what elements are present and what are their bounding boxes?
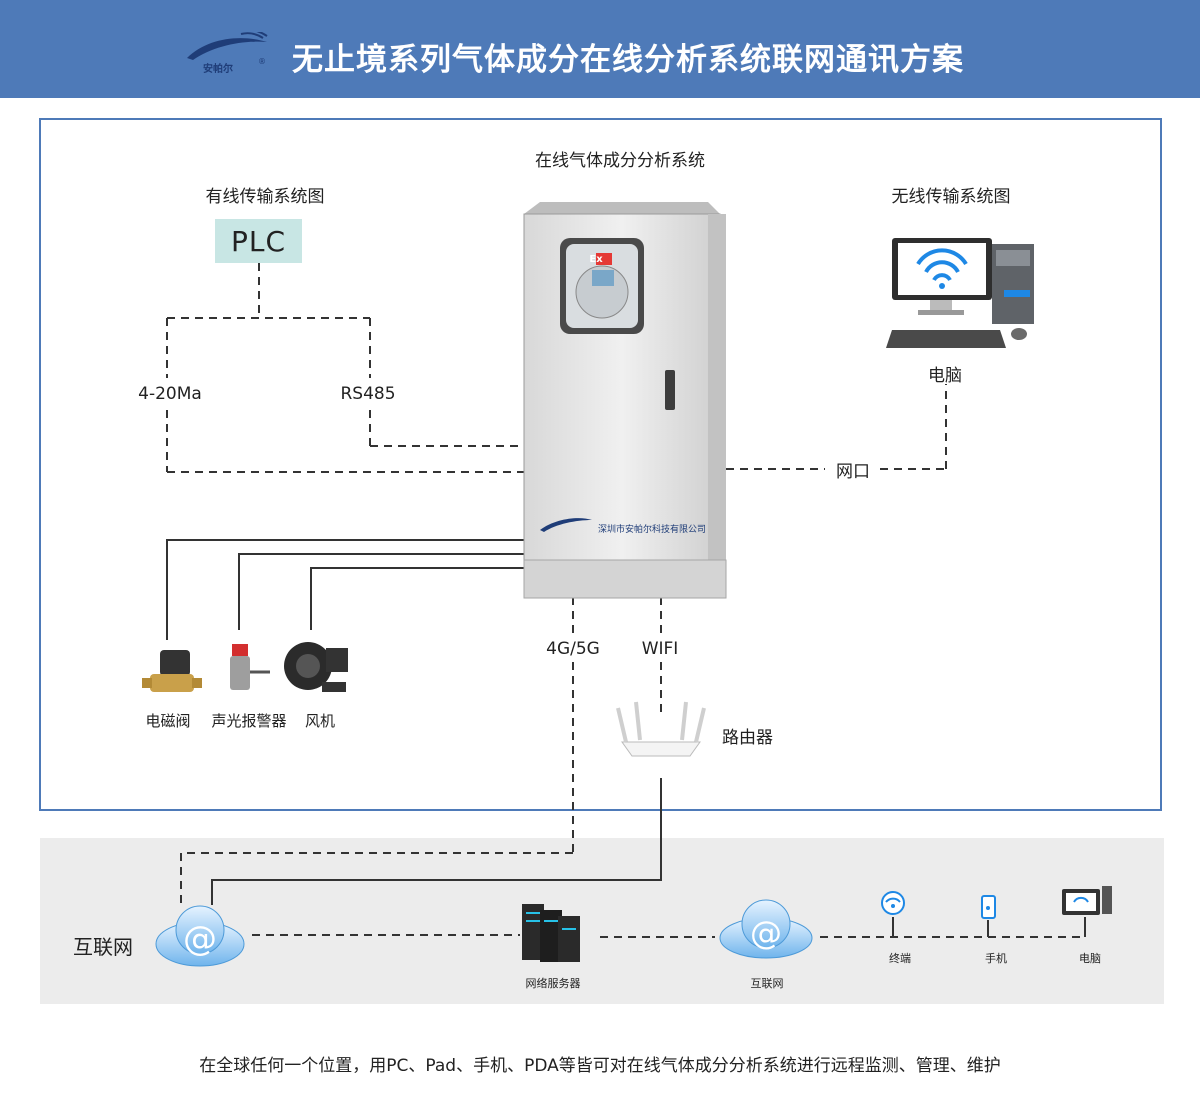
company-logo-icon [187, 32, 268, 60]
mobile-phone-icon [981, 895, 996, 919]
wifi-router-icon [616, 701, 706, 757]
system-frame [39, 118, 1162, 811]
rs485-link-label: RS485 [340, 384, 396, 404]
internet-cloud-right-icon: @ [719, 899, 813, 959]
internet-left-label: 互联网 [73, 935, 133, 959]
small-computer-icon [1062, 886, 1112, 915]
analog-link-label: 4-20Ma [138, 384, 202, 404]
internet-band [40, 838, 1164, 1004]
svg-text:@: @ [750, 914, 782, 952]
alarm-siren-icon [230, 644, 270, 690]
logo-registered-mark: ® [258, 57, 266, 66]
client-label-computer: 电脑 [1079, 952, 1101, 965]
cellular-label: 4G/5G [546, 639, 600, 659]
page-title: 无止境系列气体成分在线分析系统联网通讯方案 [292, 42, 964, 78]
device-label-solenoid: 电磁阀 [145, 712, 191, 730]
server-label: 网络服务器 [525, 977, 581, 990]
solenoid-valve-icon [142, 650, 202, 692]
network-port-label: 网口 [836, 462, 870, 482]
client-label-phone: 手机 [985, 952, 1007, 965]
blower-fan-icon [284, 642, 348, 692]
router-label: 路由器 [722, 728, 773, 748]
device-label-alarm: 声光报警器 [211, 712, 287, 730]
output-links [166, 539, 1086, 937]
logo-text: 安帕尔 [203, 64, 233, 75]
wired-title: 有线传输系统图 [205, 187, 325, 207]
wireless-title: 无线传输系统图 [891, 187, 1011, 207]
device-label-fan: 风机 [304, 712, 336, 730]
analyzer-cabinet-icon [523, 202, 727, 599]
cabinet-company-label: 深圳市安帕尔科技有限公司 [598, 525, 707, 535]
internet-cloud-left-icon: @ [155, 905, 245, 967]
desktop-computer-icon [886, 238, 1034, 348]
system-title: 在线气体成分分析系统 [535, 151, 705, 171]
footer-caption: 在全球任何一个位置，用PC、Pad、手机、PDA等皆可对在线气体成分分析系统进行… [199, 1056, 1001, 1076]
terminal-wifi-icon [881, 891, 905, 915]
svg-text:@: @ [183, 919, 217, 959]
client-label-terminal: 终端 [889, 952, 911, 965]
computer-label: 电脑 [928, 366, 962, 386]
wired-links [166, 263, 1085, 938]
network-server-icon [522, 904, 580, 962]
ex-label: Ex [589, 254, 603, 265]
wifi-label: WIFI [641, 639, 679, 659]
plc-box: PLC [215, 219, 302, 263]
internet-right-label: 互联网 [750, 977, 784, 990]
